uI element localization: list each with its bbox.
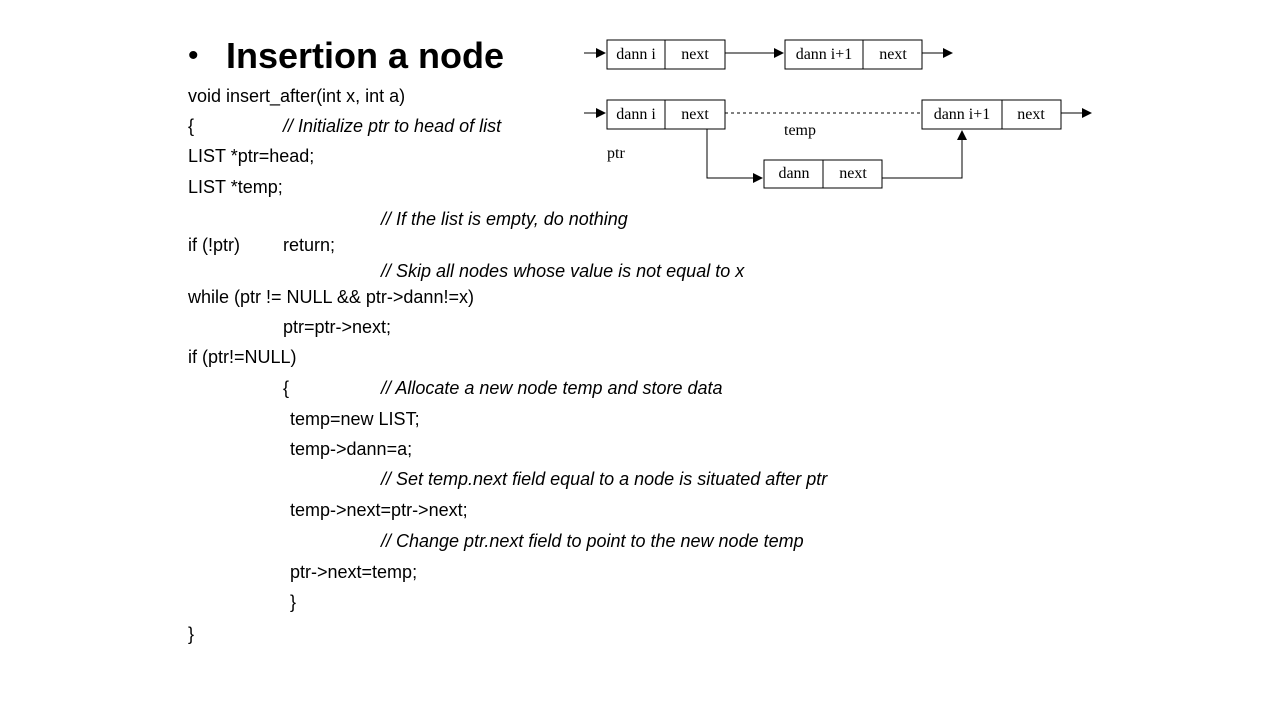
top-node-1-next: next: [681, 46, 709, 63]
code-line-17: ptr->next=temp;: [290, 562, 418, 582]
code-line-2: {: [188, 116, 195, 136]
code-line-13: temp->dann=a;: [290, 439, 413, 459]
label-temp: temp: [784, 122, 816, 139]
label-ptr: ptr: [607, 145, 625, 162]
code-line-18: }: [290, 592, 297, 612]
ptr-to-temp-arrow: [706, 129, 763, 183]
code-comment-7: // Skip all nodes whose value is not equ…: [381, 261, 745, 281]
bottom-node-2-box: [921, 99, 1062, 130]
code-line-4: LIST *temp;: [188, 177, 283, 197]
bullet-icon: •: [188, 39, 199, 72]
top-node-1-box: [606, 39, 726, 70]
code-line-19: }: [188, 624, 195, 644]
new-node-temp: dann next: [763, 159, 883, 189]
code-line-3: LIST *ptr=head;: [188, 146, 315, 166]
code-comment-14: // Set temp.next field equal to a node i…: [381, 469, 828, 489]
temp-to-next-arrow: [882, 130, 967, 179]
code-comment-16: // Change ptr.next field to point to the…: [381, 531, 804, 551]
code-line-12: temp=new LIST;: [290, 409, 420, 429]
code-line-8: while (ptr != NULL && ptr->dann!=x): [188, 287, 474, 307]
top-node-1: dann i next: [606, 39, 726, 70]
top-node-2: dann i+1 next: [784, 39, 923, 70]
code-line-6: if (!ptr): [188, 235, 240, 255]
bottom-node-2-next: next: [1017, 106, 1045, 123]
new-node-next: next: [839, 165, 867, 182]
code-line-9: ptr=ptr->next;: [283, 317, 392, 337]
bottom-node-2-data: dann i+1: [934, 106, 991, 123]
bottom-node-1-next: next: [681, 106, 709, 123]
top-node-2-data: dann i+1: [796, 46, 853, 63]
new-node-data: dann: [778, 165, 809, 182]
top-node-2-next: next: [879, 46, 907, 63]
bottom-node-1: dann i next: [606, 99, 726, 130]
code-line-10: if (ptr!=NULL): [188, 347, 297, 367]
top-node-1-data: dann i: [616, 46, 656, 63]
bottom-node-1-data: dann i: [616, 106, 656, 123]
bottom-node-2: dann i+1 next: [921, 99, 1062, 130]
code-line-1: void insert_after(int x, int a): [188, 86, 406, 106]
code-comment-5: // If the list is empty, do nothing: [381, 209, 628, 229]
bottom-row: dann i next dann i+1 next temp ptr dann …: [584, 99, 1092, 189]
code-line-11: {: [283, 378, 290, 398]
code-line-6b: return;: [283, 235, 336, 255]
slide-title: Insertion a node: [226, 35, 505, 76]
top-row: dann i next dann i+1 next: [584, 39, 953, 70]
code-comment-2: // Initialize ptr to head of list: [283, 116, 502, 136]
slide-title-row: • Insertion a node: [188, 34, 504, 78]
bottom-node-1-box: [606, 99, 726, 130]
code-line-15: temp->next=ptr->next;: [290, 500, 468, 520]
top-node-2-box: [784, 39, 923, 70]
code-comment-11: // Allocate a new node temp and store da…: [381, 378, 723, 398]
